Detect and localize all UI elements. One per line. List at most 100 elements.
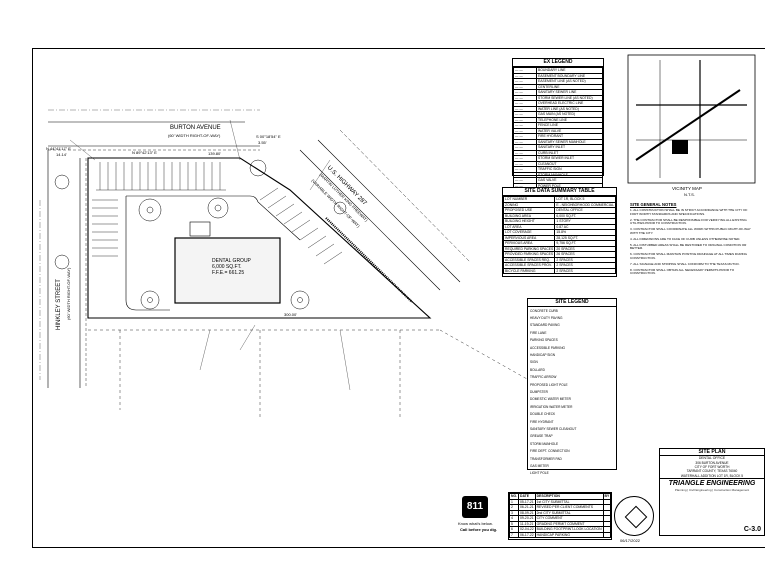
revisions-cell: 05-17-21 [518, 498, 536, 505]
street-label-west: HINKLEY STREET [56, 279, 62, 330]
site-legend-row: DOMESTIC WATER METER [528, 396, 616, 403]
site-legend-row: HANDICAP SIGN [528, 351, 616, 358]
ex-legend-row: — —EASEMENT LINE (AS NOTED) [513, 78, 603, 85]
title-block: SITE PLAN DENTAL OFFICE 306 BURTON AVENU… [659, 448, 765, 536]
distance-north: 139.80' [208, 151, 221, 156]
street-row-north: (60' WIDTH RIGHT-OF-WAY) [168, 133, 221, 138]
building-ffe: F.F.E.= 661.25 [212, 270, 245, 276]
site-legend-row: HEAVY DUTY PAVING [528, 314, 616, 321]
site-legend-row: DUMPSTER [528, 388, 616, 395]
ex-legend-label: GAS MAIN (AS NOTED) [536, 111, 603, 118]
revisions-cell: 09-20-21 [518, 515, 536, 522]
ex-legend-row: — —BOUNDARY LINE [513, 67, 603, 74]
ex-legend-label: CENTERLINE [536, 83, 603, 90]
distance-south: 300.00' [284, 312, 297, 317]
revisions-cell: 1st CITY SUBMITTAL [534, 498, 604, 505]
summary-value: 26 SPACES [554, 251, 616, 258]
site-legend-label: HEAVY DUTY PAVING [530, 316, 563, 321]
site-legend-label: TRANSFORMER PAD [530, 456, 562, 461]
site-legend-row: TRAFFIC ARROW [528, 374, 616, 381]
firm-logo: TRIANGLE ENGINEERING [668, 480, 756, 488]
project-name: DENTAL OFFICE [698, 456, 726, 460]
bearing-north: N 89°42'13" E [132, 150, 157, 155]
sheet-border [32, 48, 765, 548]
site-legend-row: SIGN [528, 359, 616, 366]
site-legend-row: STANDARD PAVING [528, 322, 616, 329]
distance-west: 14.14' [56, 152, 67, 157]
bearing-west: N 44°41'17" E [46, 146, 71, 151]
call811-line1: Know what's below. [458, 521, 493, 526]
street-label-north: BURTON AVENUE [170, 125, 221, 131]
revisions-cell: 7 [508, 531, 520, 538]
site-legend-row: FIRE HYDRANT [528, 418, 616, 425]
site-legend-label: GAS METER [530, 463, 549, 468]
site-notes: SITE GENERAL NOTES 1. ALL CONSTRUCTION S… [628, 200, 755, 342]
note-item: 1. ALL CONSTRUCTION SHALL BE IN STRICT A… [630, 208, 748, 216]
revisions-cell [602, 498, 612, 505]
site-legend-label: LIGHT POLE [530, 471, 549, 476]
vicinity-title: VICINITY MAP [672, 186, 702, 191]
ex-legend-label: TELEPHONE LINE [536, 116, 603, 123]
ex-legend-label: FENCE LINE [536, 122, 603, 129]
notes-list: 1. ALL CONSTRUCTION SHALL BE IN STRICT A… [630, 208, 753, 276]
ex-legend-row: — —CENTERLINE [513, 83, 603, 90]
project-address: 306 BURTON AVENUE [695, 460, 729, 465]
ex-legend-title: EX LEGEND [513, 59, 603, 67]
ex-legend-row: — —SANITARY SEWER LINE [513, 89, 603, 96]
revisions-cell: 11-19-21 [518, 520, 536, 527]
site-legend-label: PARKING SPACES [530, 338, 558, 343]
revisions-header-cell: NO. [508, 493, 520, 500]
summary-value: 2 SPACES [554, 267, 616, 274]
revisions-cell: 2 [508, 504, 520, 511]
site-legend-row: STORM MANHOLE [528, 440, 616, 447]
revisions-cell: HANDICAP PARKING [534, 531, 604, 538]
site-legend-row: GAS METER [528, 462, 616, 469]
revisions-header-cell: DESCRIPTION [534, 493, 604, 500]
ex-legend-row: — —WATER LINE (AS NOTED) [513, 105, 603, 112]
site-legend-label: BOLLARD [530, 367, 545, 372]
revisions-cell: 06-21-21 [518, 504, 536, 511]
site-legend-label: GREASE TRAP [530, 434, 553, 439]
notes-title: SITE GENERAL NOTES [630, 202, 677, 207]
ex-legend-row: — —GAS MAIN (AS NOTED) [513, 111, 603, 118]
site-legend-title: SITE LEGEND [528, 299, 616, 307]
building-name: DENTAL GROUP [212, 258, 251, 264]
site-legend-row: BOLLARD [528, 366, 616, 373]
project-city: CITY OF FORT WORTH [694, 465, 730, 469]
summary-key: PROVIDED PARKING SPACES [502, 251, 556, 258]
ex-legend-row: — —EASEMENT BOUNDARY LINE [513, 72, 603, 79]
site-legend-row: PROPOSED LIGHT POLE [528, 381, 616, 388]
project-lot: WATERHALL ADDITION LOT 1R, BLOCK 5 [660, 474, 764, 480]
note-item: 5. ALL DISTURBED AREAS SHALL BE RESTORED… [630, 242, 747, 251]
site-legend-label: FIRE DEPT. CONNECTION [530, 449, 570, 454]
summary-row: ACCESSIBLE SPACES PROV.2 SPACES [502, 262, 616, 269]
site-legend-row: IRRIGATION WATER METER [528, 403, 616, 410]
note-item: 4. ALL DIMENSIONS ARE TO FACE OF CURB UN… [630, 236, 741, 241]
site-legend-label: STANDARD PAVING [530, 323, 560, 328]
summary-value: E - NEIGHBORHOOD COMMERCIAL [554, 201, 616, 208]
revisions-cell [602, 531, 612, 538]
site-legend-label: IRRIGATION WATER METER [530, 404, 573, 409]
ex-legend-label: STORM SEWER LINE (AS NOTED) [536, 94, 603, 101]
ex-legend-row: — —TELEPHONE LINE [513, 116, 603, 123]
ex-legend-row: — —STORM SEWER LINE (AS NOTED) [513, 94, 603, 101]
vicinity-scale: N.T.S. [684, 192, 695, 197]
site-legend-list: CONCRETE CURB HEAVY DUTY PAVING STANDARD P… [528, 307, 616, 477]
revisions-cell: 08-09-21 [518, 509, 536, 516]
site-legend-row: DOUBLE CHECK [528, 410, 616, 417]
ex-legend-label: EASEMENT BOUNDARY LINE [536, 72, 603, 79]
engineer-seal [614, 496, 654, 536]
call811-logo: 811 [462, 496, 488, 518]
revisions-cell: 06-17-22 [518, 531, 536, 538]
site-legend-row: CONCRETE CURB [528, 307, 616, 314]
sheet-title: SITE PLAN [660, 449, 764, 456]
ex-legend-table: — —BOUNDARY LINE— —EASEMENT BOUNDARY LIN… [513, 67, 603, 206]
